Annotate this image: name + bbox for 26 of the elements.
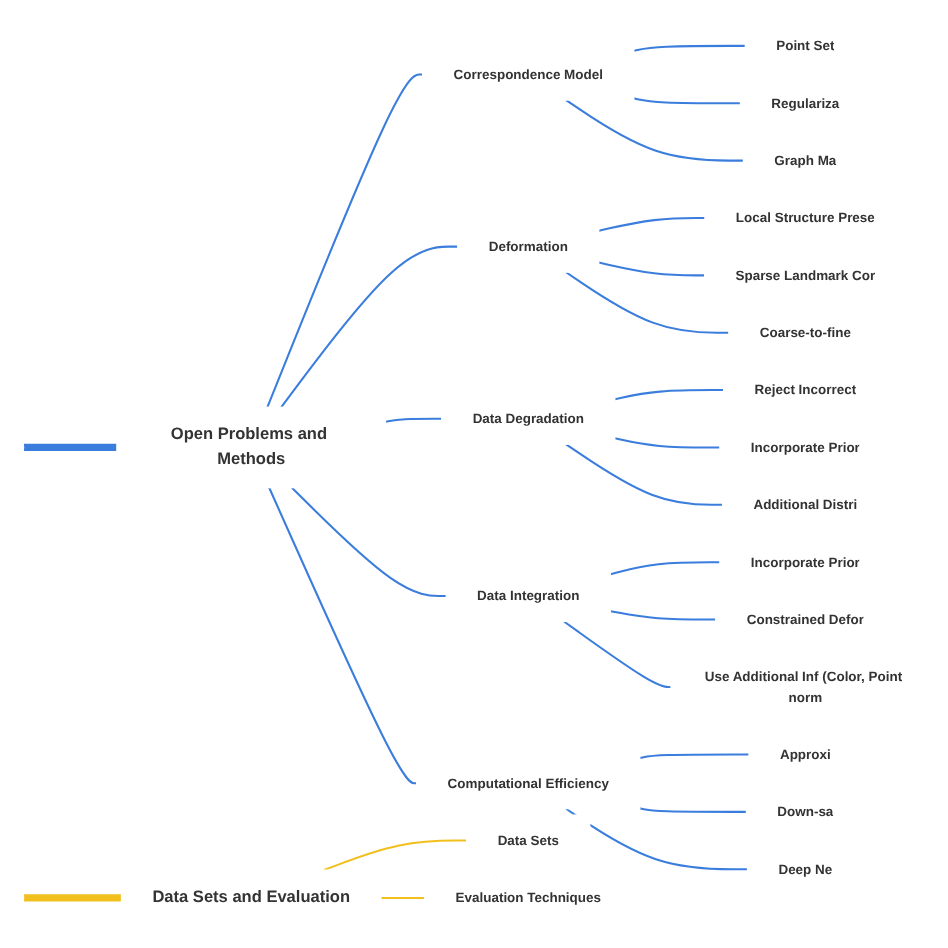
connector: [291, 488, 447, 598]
connector: [639, 754, 749, 760]
connector: [614, 390, 724, 402]
connector: [565, 272, 729, 335]
connector: [563, 621, 671, 689]
connector: [610, 611, 716, 622]
connector: [614, 438, 720, 450]
connector: [565, 808, 748, 872]
node-text: Open Problems and Methods: [170, 426, 328, 470]
connector: [598, 262, 705, 278]
connector: [280, 246, 458, 409]
node-text: Data Sets and Evaluation: [152, 889, 351, 908]
connector: [268, 488, 417, 786]
connector: [565, 444, 723, 507]
connector: [639, 808, 747, 814]
connector: [266, 74, 423, 409]
connector: [598, 217, 705, 233]
connector: [381, 897, 425, 900]
connector: [633, 98, 741, 106]
connector: [323, 840, 467, 872]
connector: [22, 444, 118, 452]
connector: [22, 895, 122, 903]
connector: [385, 418, 442, 424]
connector: [565, 100, 744, 163]
connector: [633, 45, 746, 53]
connector: [610, 562, 720, 577]
